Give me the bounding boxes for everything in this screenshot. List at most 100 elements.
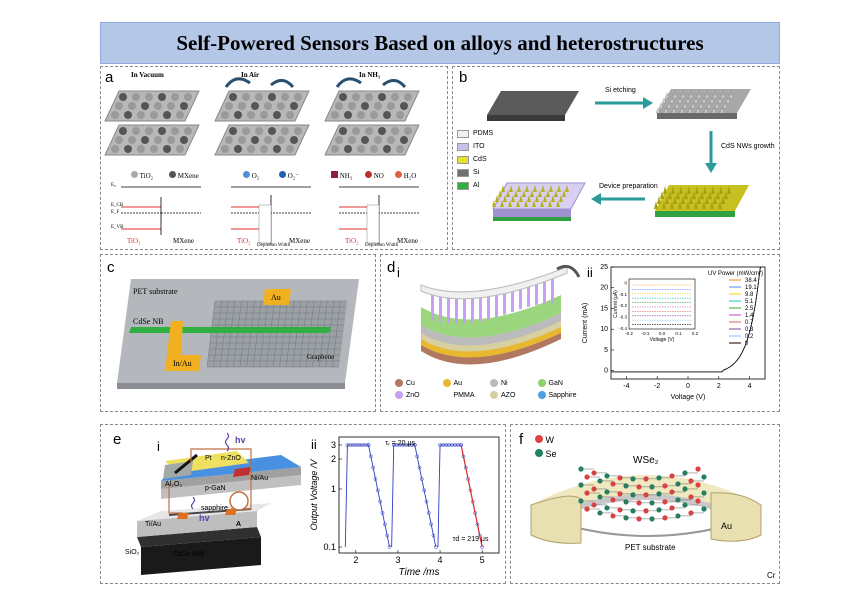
condition-air: In Air (241, 71, 260, 79)
inset-y-tick: -0.1 (619, 292, 627, 297)
au-label: Au (271, 293, 281, 302)
panel-d-sub-ii: ii (587, 265, 593, 280)
y-tick-label: 1 (331, 484, 336, 494)
tiau-label: Ti/Au (145, 521, 162, 528)
lattice-atoms (111, 93, 412, 153)
legend-swatch (457, 129, 469, 138)
legend-no: NO (365, 171, 384, 180)
legend-label: Cu (406, 379, 415, 387)
w-legend: W (535, 435, 554, 445)
x-tick-label: 2 (353, 555, 358, 565)
x-tick-label: 5 (480, 555, 485, 565)
legend-item-pdms: PDMS (457, 127, 493, 140)
uv-legend-value: 0.2 (745, 334, 754, 340)
legend-swatch (490, 391, 498, 399)
step-cds-growth: CdS NWs growth (721, 143, 775, 150)
legend-swatch (537, 379, 546, 387)
legend-label: ZnO (406, 391, 420, 399)
rise-time-label: τᵣ = 20 μs (385, 440, 415, 447)
y-tick-label: 0 (604, 368, 608, 375)
ev-plot-frame (338, 436, 500, 554)
si-label: Si (131, 567, 138, 574)
legend-label: ITO (473, 143, 485, 150)
sio2-label: SiO₂ (125, 549, 140, 556)
device-nanowires (492, 185, 569, 207)
inau-label: In/Au (173, 359, 192, 368)
panel-b-figure (487, 89, 751, 221)
uv-legend-value: 9.8 (745, 292, 754, 298)
inset-y-tick: -0.2 (619, 303, 627, 308)
band-label-tio2-1: TiO₂ (127, 237, 141, 245)
pet-label-f: PET substrate (625, 543, 676, 552)
energy-ecb: E_CB (111, 203, 124, 208)
condition-vacuum: In Vacuum (131, 71, 164, 79)
band-diagram-nh3 (339, 186, 419, 245)
uv-legend-value: 19.1 (745, 285, 757, 291)
uv-legend-value: 38.4 (745, 278, 757, 284)
legend-label: Au (453, 379, 463, 387)
x-tick-label: 4 (438, 555, 443, 565)
decay-time-label: τd = 219 μs (453, 536, 489, 543)
legend-swatch (395, 391, 403, 399)
legend-item-ito: ITO (457, 140, 493, 153)
sapphire-label: sapphire (201, 505, 228, 512)
panel-a-figure (104, 77, 420, 245)
legend-item-au: Au (442, 379, 491, 387)
legend-o2: O₂ (243, 171, 259, 180)
etched-spikes (655, 92, 734, 114)
y-tick-label: 2 (331, 454, 336, 464)
ammeter-label: A (236, 521, 242, 528)
uv-legend-value: 0 (745, 341, 749, 347)
inset-x-tick: -0.2 (625, 331, 633, 336)
y-tick-label: 20 (600, 285, 608, 292)
se-legend: Se (535, 449, 557, 459)
uv-legend-value: 5.1 (745, 299, 754, 305)
lattice-vacuum (104, 90, 200, 156)
y-tick-label: 3 (331, 440, 336, 450)
au-label-f: Au (721, 521, 733, 531)
legend-nh3: NH₃ (331, 171, 352, 180)
step-device-prep: Device preparation (599, 183, 658, 190)
legend-swatch (442, 379, 451, 387)
legend-label: PDMS (473, 130, 494, 137)
uv-legend-value: 0.3 (745, 327, 754, 333)
legend-swatch (457, 142, 469, 151)
wse2-label: WSe₂ (633, 455, 659, 466)
inset-y-tick: 0 (624, 281, 627, 286)
pt-label: Pt (205, 455, 212, 462)
niau-label: Ni/Au (251, 475, 269, 482)
decay-fit-line (460, 444, 483, 548)
panel-b: b Si etching CdS NWs growth Device prepa… (452, 66, 780, 250)
uv-legend-value: 1.4 (745, 313, 754, 319)
x-axis-label: Voltage (V) (671, 394, 706, 401)
legend-item-azo: AZO (490, 391, 538, 399)
panel-e-sub-ii: ii (311, 437, 317, 452)
panel-e-device (137, 432, 301, 575)
output-waveform (344, 444, 483, 548)
inset-frame (628, 278, 696, 330)
legend-item-gan: GaN (537, 379, 586, 387)
energy-e0: E₀ (111, 183, 116, 188)
legend-label: Si (473, 169, 480, 176)
cdse-nb-label: CdSe NB (133, 317, 164, 326)
inset-y-label: Current (μA) (613, 290, 619, 318)
depletion-label-1: Depletion Width (257, 243, 291, 248)
uv-legend-title: UV Power (mW/cm²) (708, 271, 763, 277)
legend-item-al: Al (457, 179, 493, 192)
x-tick-label: 3 (395, 555, 400, 565)
energy-ef: E_F (111, 210, 120, 215)
panel-d-device (420, 264, 581, 365)
y-tick-label: 25 (600, 264, 608, 271)
x-axis-label: Time /ms (398, 567, 439, 578)
uv-legend-value: 2.5 (745, 306, 754, 312)
band-label-tio2-2: TiO₂ (237, 237, 251, 245)
condition-nh3: In NH₃ (359, 71, 380, 79)
depletion-label-2: Depletion Width (365, 243, 399, 248)
legend-swatch (537, 391, 546, 399)
wse2-lattice (578, 466, 707, 522)
panel-c: c PET substrate CdSe NB Au In/Au Graphen… (100, 254, 376, 412)
legend-item-sapphire: Sapphire (537, 391, 586, 399)
band-label-mxene-3: MXene (397, 237, 418, 245)
